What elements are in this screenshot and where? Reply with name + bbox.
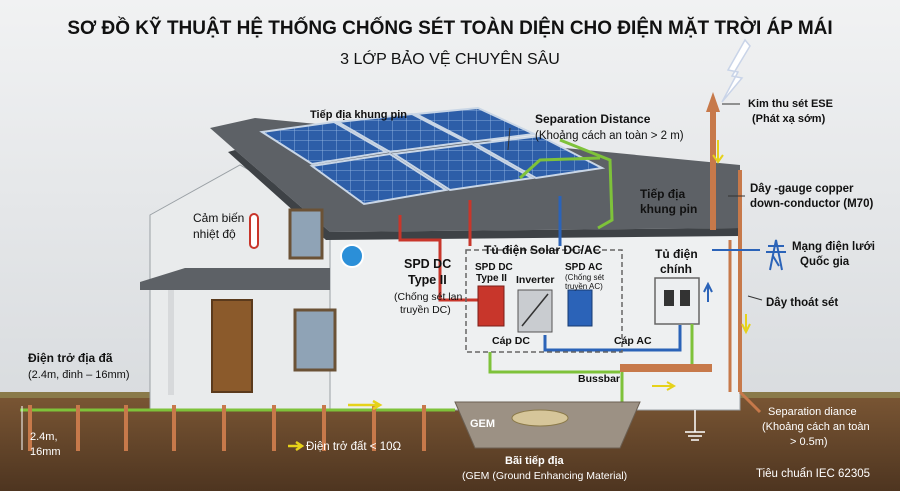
label-frame-ground-top: Tiếp địa khung pin <box>310 109 407 121</box>
label-separation-sub: (Khoảng cách an toàn > 2 m) <box>535 130 684 142</box>
label-grid-1: Mạng điện lưới <box>792 241 875 253</box>
label-spd-dc-1: SPD DC <box>404 257 451 271</box>
label-cable-ac: Cáp AC <box>614 335 652 347</box>
label-cable-dc: Cáp DC <box>492 335 530 347</box>
ground-rod <box>172 405 176 451</box>
bussbar-bar <box>620 364 712 372</box>
flow-arrow-icon <box>288 440 305 452</box>
solar-panel <box>412 106 538 144</box>
label-sensor-2: nhiệt độ <box>193 227 236 241</box>
label-ese-2: (Phát xạ sớm) <box>752 113 826 125</box>
solar-badge-icon <box>340 244 364 268</box>
label-sensor-1: Cảm biến <box>193 211 244 225</box>
ground-rod <box>28 405 32 451</box>
flow-arrow-icon <box>712 140 724 164</box>
temperature-sensor-icon <box>249 213 259 249</box>
separation-ground-wire <box>738 390 762 414</box>
label-inverter: Inverter <box>516 274 555 286</box>
solar-panel <box>259 120 389 166</box>
dc-cable <box>398 215 480 302</box>
leader-line <box>507 127 511 151</box>
label-frame-ground-right-2: khung pin <box>640 202 697 216</box>
label-spd-ac-1: SPD AC <box>565 262 602 273</box>
flow-arrow-icon <box>703 281 713 302</box>
label-spd-ac-2: (Chống sét <box>565 273 605 282</box>
ground-rod <box>222 405 226 451</box>
label-spd-dc-3: (Chống sét lan <box>394 291 462 303</box>
label-ese-1: Kim thu sét ESE <box>748 98 833 110</box>
label-bussbar: Bussbar <box>578 373 620 385</box>
label-sep2-3: > 0.5m) <box>790 436 828 448</box>
ese-rod-icon <box>706 92 720 112</box>
label-sep2-1: Separation diance <box>768 406 857 418</box>
label-ground-field-1: Bãi tiếp địa <box>505 455 565 467</box>
label-drain-wire: Dây thoát sét <box>766 297 838 309</box>
ground-symbol-icon <box>685 410 705 441</box>
label-spd-dc-box-1: SPD DC <box>475 262 513 273</box>
frame-ground-wire <box>559 138 614 230</box>
ground-rod <box>76 405 80 451</box>
ac-cable-2 <box>543 325 682 352</box>
porch-roof <box>140 268 330 290</box>
label-rod-dims-2: 16mm <box>30 446 61 458</box>
spd-dc-device <box>477 285 505 327</box>
inverter-symbol-icon <box>521 293 549 327</box>
solar-array <box>259 106 606 206</box>
label-rock-resist-2: (2.4m, đinh – 16mm) <box>28 369 129 381</box>
ground-rods <box>28 405 426 451</box>
flow-arrow-icon <box>741 314 751 335</box>
label-frame-ground-right-1: Tiếp địa <box>640 187 685 201</box>
label-solar-cabinet: Tủ điện Solar DC/AC <box>484 243 602 257</box>
label-rock-resist-1: Điện trở địa đã <box>28 351 113 365</box>
solar-panel <box>309 152 449 206</box>
ground-rod <box>124 405 128 451</box>
ground-wire-cabinet <box>488 352 620 374</box>
window-lower <box>293 308 337 372</box>
flow-arrow-icon <box>652 381 677 391</box>
ground-rod <box>372 405 376 451</box>
solar-panel <box>391 142 536 192</box>
front-door <box>211 299 253 393</box>
spd-ac-device <box>567 289 593 327</box>
label-sep2-2: (Khoảng cách an toàn <box>762 421 870 433</box>
roof-edge <box>228 150 740 240</box>
label-main-panel-2: chính <box>660 262 692 276</box>
solar-panel <box>472 134 606 180</box>
label-rod-dims-1: 2.4m, <box>30 431 58 443</box>
window-upper-left <box>288 208 324 260</box>
label-spd-dc-box-2: Type II <box>476 273 507 284</box>
label-ground-field-2: (GEM (Ground Enhancing Material) <box>462 470 627 482</box>
label-copper-2: down-conductor (M70) <box>750 198 873 210</box>
solar-panel <box>334 112 470 154</box>
flow-arrow-icon <box>348 399 383 411</box>
diagram-title: SƠ ĐỒ KỸ THUẬT HỆ THỐNG CHỐNG SÉT TOÀN D… <box>67 17 832 39</box>
main-panel-device <box>654 277 700 325</box>
breaker-icon <box>664 290 674 306</box>
label-soil-resist: Điện trở đất < 10Ω <box>306 441 401 453</box>
label-spd-ac-3: truyền AC) <box>565 282 603 291</box>
ground-rod <box>422 405 426 451</box>
label-separation-title: Separation Distance <box>535 112 651 126</box>
label-spd-dc-4: truyền DC) <box>400 304 451 316</box>
gem-electrode <box>511 409 569 427</box>
label-main-panel-1: Tủ điện <box>655 247 698 261</box>
label-gem: GEM <box>470 418 495 430</box>
breaker-icon <box>680 290 690 306</box>
label-spd-dc-2: Type II <box>408 273 447 287</box>
label-standard: Tiêu chuẩn IEC 62305 <box>756 468 870 480</box>
solar-cabinet-frame <box>465 249 623 353</box>
power-tower-icon <box>766 239 786 271</box>
leader-line <box>747 295 763 301</box>
label-copper-1: Dây -gauge copper <box>750 183 854 195</box>
label-grid-2: Quốc gia <box>800 256 850 268</box>
ese-mast <box>710 110 716 230</box>
lightning-bolt-icon <box>721 38 751 103</box>
porch-post <box>168 290 174 395</box>
diagram-subtitle: 3 LỚP BẢO VỆ CHUYÊN SÂU <box>340 49 560 68</box>
ground-rod <box>322 405 326 451</box>
ground-rod <box>272 405 276 451</box>
frame-ground-wire-top <box>518 156 601 180</box>
